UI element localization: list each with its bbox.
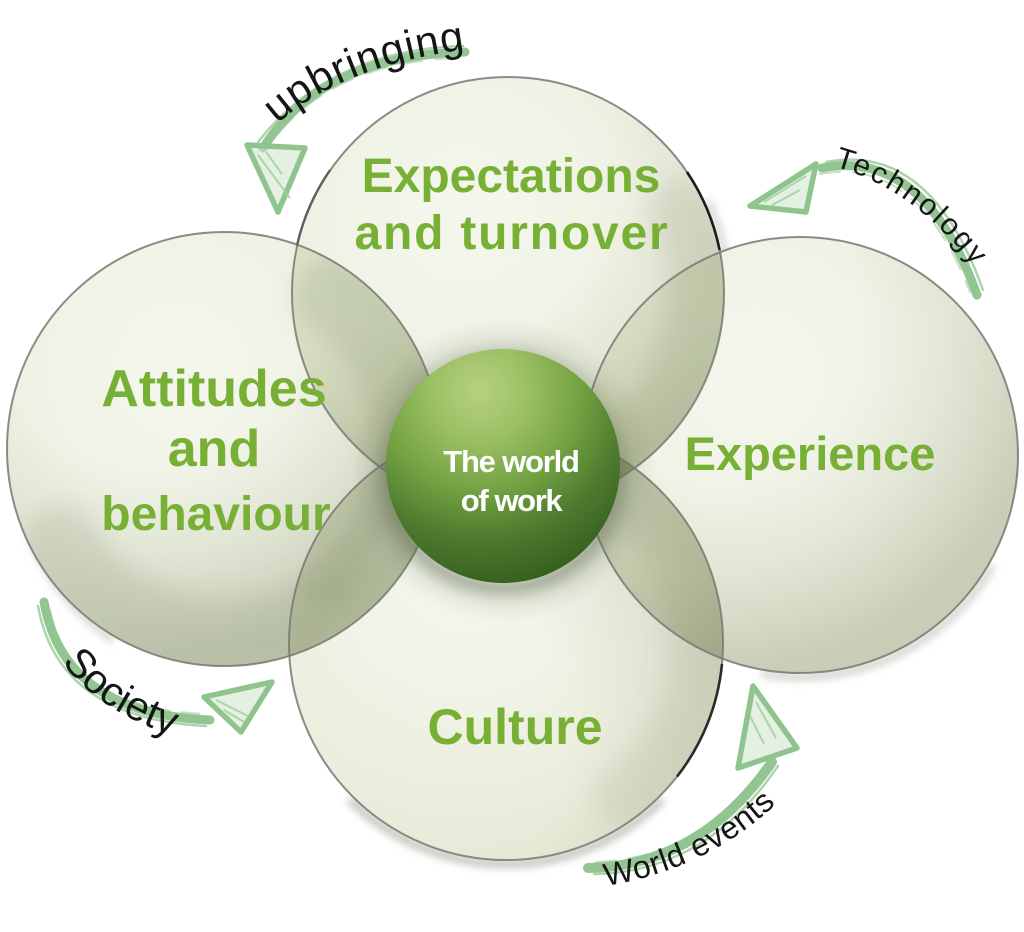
svg-text:of work: of work <box>461 483 564 518</box>
svg-text:Expectations: Expectations <box>362 150 661 203</box>
svg-text:and: and <box>168 420 260 478</box>
svg-text:Experience: Experience <box>685 427 936 480</box>
svg-text:Attitudes: Attitudes <box>101 360 326 418</box>
svg-text:and turnover: and turnover <box>355 207 670 260</box>
svg-text:behaviour: behaviour <box>101 488 330 541</box>
svg-text:The world: The world <box>443 444 579 479</box>
svg-text:Culture: Culture <box>428 699 603 755</box>
